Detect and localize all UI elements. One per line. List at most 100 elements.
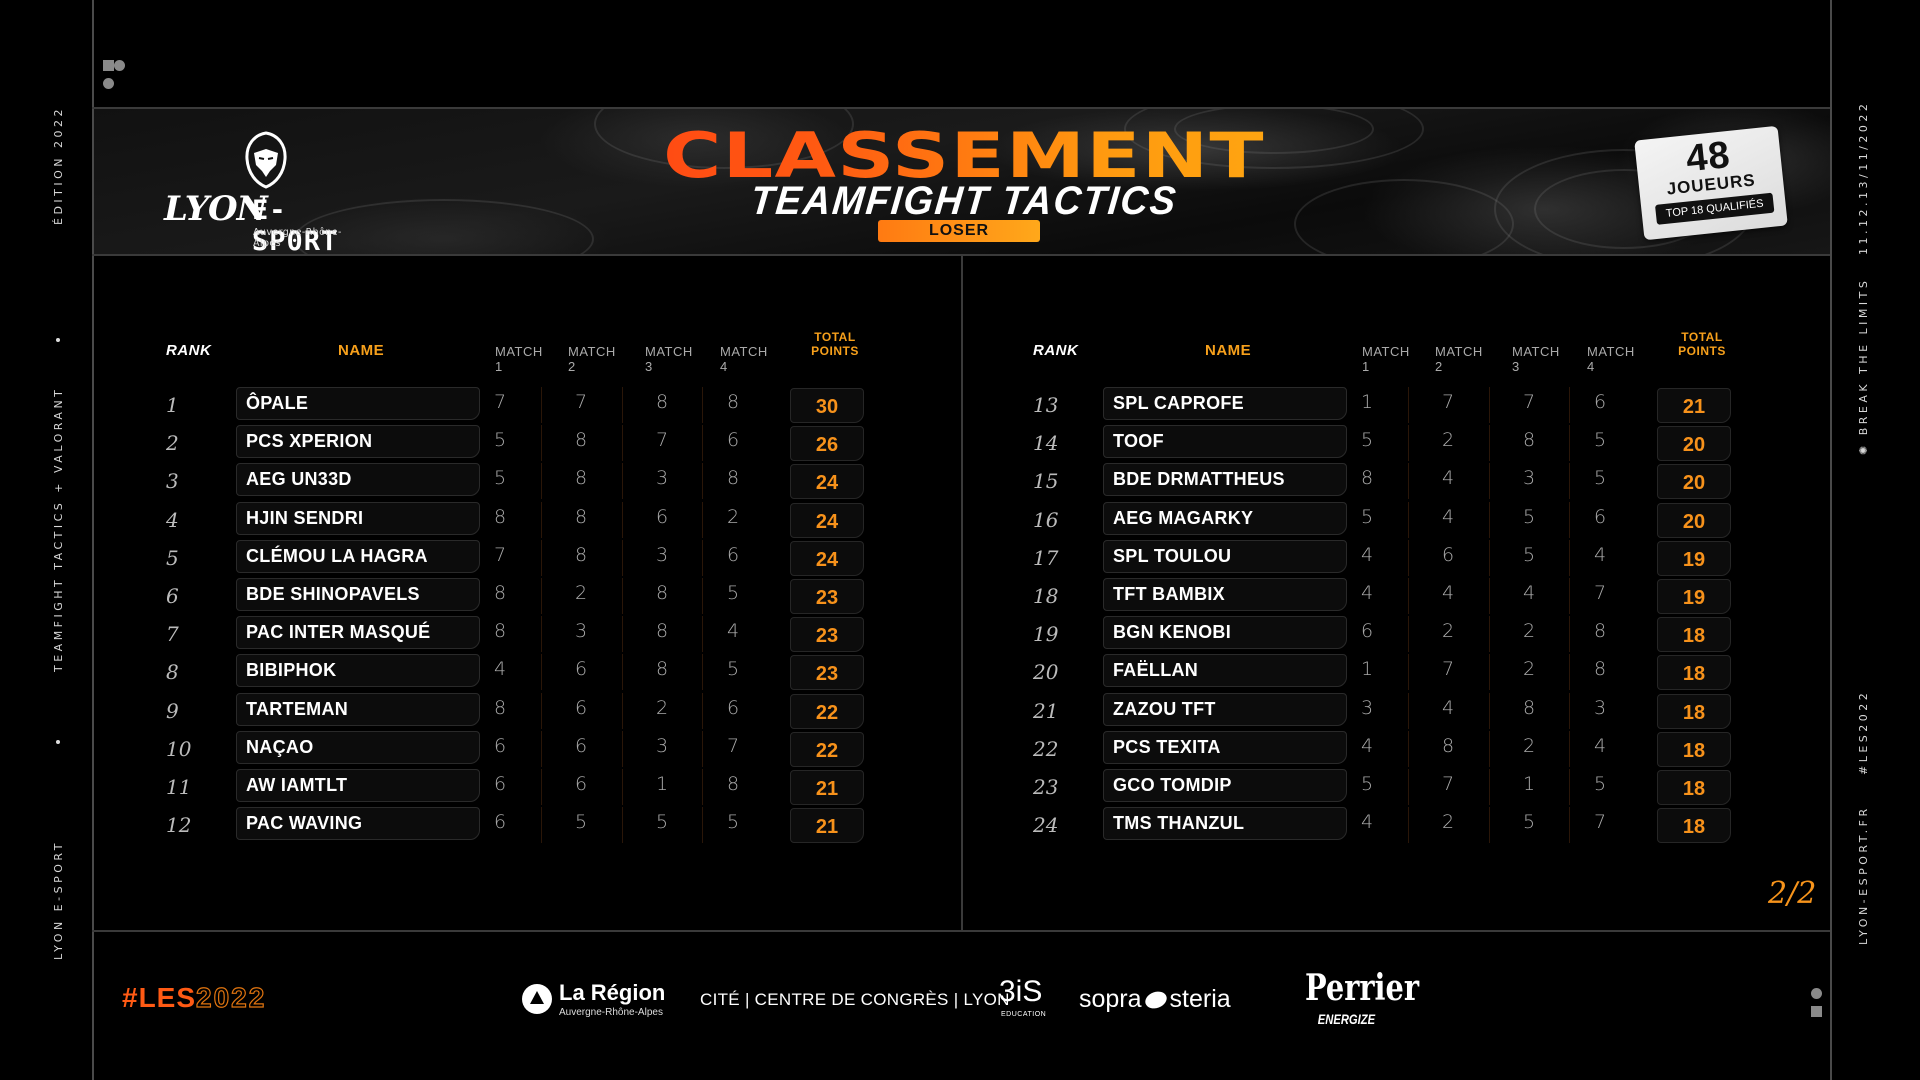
header-total-line1: TOTAL	[1681, 330, 1723, 344]
match-2-cell: 2	[1441, 811, 1455, 834]
player-name-cell: HJIN SENDRI	[236, 501, 480, 535]
player-name-cell: ÔPALE	[236, 387, 480, 420]
sponsor-perrier-logo: Perrier ENERGIZE	[1305, 967, 1419, 1027]
page-title: CLASSEMENT	[490, 121, 1437, 191]
match-4-cell: 8	[726, 467, 740, 490]
cell-divider	[1489, 425, 1490, 462]
match-2-cell: 7	[574, 391, 588, 413]
header-rank: RANK	[166, 342, 212, 359]
frame-line-top	[92, 107, 1830, 109]
total-points-cell: 22	[790, 731, 864, 767]
sponsor-3is-logo: 3iS EDUCATION	[999, 975, 1046, 1018]
total-points-cell: 21	[790, 770, 864, 805]
cell-divider	[622, 425, 623, 462]
cell-divider	[1569, 654, 1570, 691]
sun-icon: ✺	[1857, 435, 1870, 455]
player-name-cell: SPL TOULOU	[1103, 539, 1347, 573]
rank-cell: 22	[1033, 736, 1059, 761]
cell-divider	[1489, 463, 1490, 500]
match-1-cell: 7	[493, 543, 507, 566]
rank-cell: 21	[1033, 698, 1059, 723]
steria-text: steria	[1169, 985, 1231, 1013]
match-3-cell: 8	[655, 582, 669, 604]
player-name-cell: TOOF	[1103, 425, 1347, 459]
match-4-cell: 6	[726, 429, 740, 452]
match-3-cell: 5	[655, 811, 669, 834]
cell-divider	[622, 501, 623, 538]
page-indicator: 2/2	[1768, 876, 1817, 911]
players-sticker: 48 JOUEURS TOP 18 QUALIFIÉS	[1634, 125, 1788, 241]
logo-region-text: Auvergne-Rhône-Alpes	[253, 227, 342, 249]
total-points-cell: 20	[1657, 502, 1731, 538]
rank-cell: 9	[166, 698, 179, 723]
header-match-4: MATCH 4	[720, 344, 768, 374]
side-hashtag: #LES2022	[1857, 689, 1870, 775]
rank-cell: 17	[1033, 545, 1059, 570]
cell-divider	[1408, 501, 1409, 538]
cell-divider	[622, 692, 623, 729]
match-4-cell: 5	[726, 811, 740, 834]
side-tagline: ✺ BREAK THE LIMITS	[1857, 278, 1870, 455]
match-3-cell: 8	[655, 658, 669, 681]
total-points-cell: 26	[790, 426, 864, 462]
player-name-cell: BDE DRMATTHEUS	[1103, 463, 1347, 497]
cell-divider	[702, 692, 703, 729]
match-4-cell: 4	[726, 620, 740, 643]
region-title: La Région	[559, 980, 666, 1005]
total-points-cell: 19	[1657, 540, 1731, 576]
match-3-cell: 5	[1522, 811, 1536, 834]
logo-esport-text: E-SP0RT	[252, 195, 339, 254]
player-name-cell: CLÉMOU LA HAGRA	[236, 539, 480, 573]
cell-divider	[541, 578, 542, 614]
match-1-cell: 6	[493, 773, 507, 795]
region-mountain-icon	[522, 984, 552, 1014]
match-4-cell: 5	[1593, 429, 1607, 452]
player-name-cell: BGN KENOBI	[1103, 616, 1347, 650]
column-divider	[961, 256, 963, 930]
cell-divider	[702, 769, 703, 805]
match-3-cell: 7	[655, 429, 669, 452]
match-1-cell: 5	[493, 467, 507, 490]
cell-divider	[541, 463, 542, 500]
perrier-text: Perrier	[1305, 967, 1419, 1009]
rank-cell: 2	[166, 431, 179, 456]
cell-divider	[622, 769, 623, 805]
header-total-line2: POINTS	[1678, 344, 1726, 358]
match-2-cell: 4	[1441, 505, 1455, 528]
tagline-text: BREAK THE LIMITS	[1857, 277, 1870, 436]
match-1-cell: 8	[493, 620, 507, 643]
match-1-cell: 8	[493, 505, 507, 528]
cell-divider	[1408, 463, 1409, 500]
soprasteria-mark-icon	[1142, 989, 1169, 1012]
player-name-cell: PCS XPERION	[236, 425, 480, 459]
match-2-cell: 6	[574, 734, 588, 757]
match-2-cell: 6	[574, 773, 588, 795]
side-dot	[56, 740, 60, 744]
header-name: NAME	[338, 342, 385, 359]
rank-cell: 12	[166, 813, 192, 838]
cell-divider	[622, 730, 623, 767]
match-3-cell: 3	[655, 734, 669, 757]
match-1-cell: 5	[1360, 505, 1374, 528]
cell-divider	[541, 730, 542, 767]
match-1-cell: 4	[1360, 543, 1374, 566]
total-points-cell: 24	[790, 502, 864, 538]
match-1-cell: 4	[1360, 734, 1374, 757]
bracket-badge: LOSER	[878, 220, 1040, 242]
cell-divider	[1569, 539, 1570, 576]
match-1-cell: 6	[1360, 620, 1374, 643]
match-3-cell: 1	[655, 773, 669, 795]
match-2-cell: 5	[574, 811, 588, 834]
cell-divider	[622, 539, 623, 576]
rank-cell: 18	[1033, 584, 1059, 608]
match-4-cell: 5	[726, 582, 740, 604]
total-points-cell: 23	[790, 617, 864, 653]
lyon-esport-logo: LYON E-SP0RT Auvergne-Rhône-Alpes	[164, 131, 364, 254]
rank-cell: 14	[1033, 431, 1059, 456]
match-1-cell: 7	[493, 391, 507, 413]
cell-divider	[541, 692, 542, 729]
side-edition: ÉDITION 2022	[52, 105, 65, 225]
